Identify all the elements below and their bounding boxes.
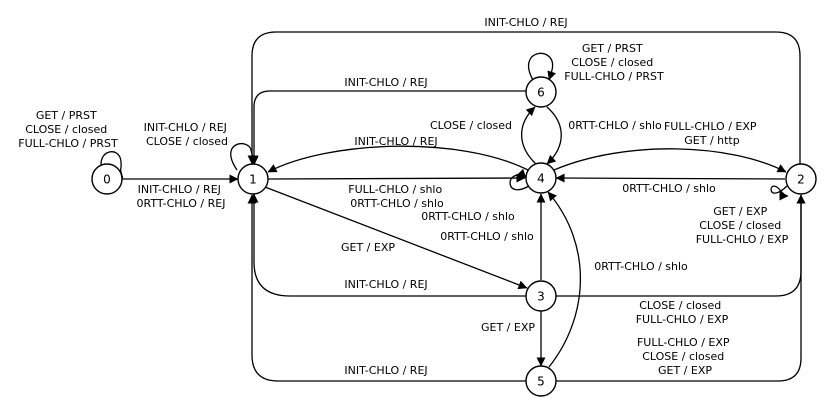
transition-6-self: GET / PRST CLOSE / closed FULL-CHLO / PR… — [527, 42, 664, 83]
transition-label: GET / EXP — [481, 321, 535, 334]
transition-label: GET / PRST CLOSE / closed FULL-CHLO / PR… — [564, 42, 664, 83]
state-label: 0 — [103, 173, 111, 187]
transition-label: INIT-CHLO / REJ — [344, 364, 427, 377]
transition-label: CLOSE / closed — [430, 119, 512, 132]
transition-label: 0RTT-CHLO / shlo — [622, 182, 716, 195]
state-node-1: 1 — [237, 163, 269, 195]
transition-6-to-1: INIT-CHLO / REJ — [249, 76, 526, 165]
transition-5-to-1: INIT-CHLO / REJ — [247, 194, 526, 382]
transition-label: FULL-CHLO / EXP GET / http — [664, 120, 760, 147]
state-label: 6 — [537, 86, 545, 100]
transition-3-to-1: INIT-CHLO / REJ — [249, 193, 526, 297]
transition-4-to-6: CLOSE / closed — [430, 106, 537, 165]
state-label: 3 — [537, 290, 545, 304]
transition-2-to-4: 0RTT-CHLO / shlo — [555, 173, 786, 195]
state-label: 4 — [537, 172, 545, 186]
transition-6-to-4: 0RTT-CHLO / shlo — [546, 106, 662, 165]
transition-label: 0RTT-CHLO / shlo — [421, 210, 515, 223]
state-label: 2 — [797, 173, 805, 187]
transition-5-to-4: 0RTT-CHLO / shlo — [547, 191, 688, 368]
transition-label: GET / PRST CLOSE / closed FULL-CHLO / PR… — [18, 109, 118, 150]
state-node-6: 6 — [525, 76, 557, 108]
state-node-0: 0 — [91, 163, 123, 195]
transition-4-to-1: INIT-CHLO / REJ — [267, 135, 529, 173]
transition-label: 0RTT-CHLO / shlo — [440, 230, 534, 243]
transition-label: 0RTT-CHLO / shlo — [568, 119, 662, 132]
state-node-4: 4 — [525, 162, 557, 194]
transition-1-to-3: GET / EXP — [264, 186, 528, 290]
transition-label: INIT-CHLO / REJ — [344, 278, 427, 291]
transition-2-to-1: INIT-CHLO / REJ — [247, 16, 801, 165]
transition-2-self: GET / EXP CLOSE / closed FULL-CHLO / EXP — [696, 185, 789, 246]
transition-label: FULL-CHLO / shlo 0RTT-CHLO / shlo — [348, 183, 445, 210]
transition-label: CLOSE / closed FULL-CHLO / EXP — [636, 299, 729, 326]
transition-5-to-2: FULL-CHLO / EXP CLOSE / closed GET / EXP — [556, 194, 806, 382]
transition-4-self: 0RTT-CHLO / shlo — [421, 168, 530, 223]
transition-0-to-1: INIT-CHLO / REJ 0RTT-CHLO / REJ — [122, 174, 239, 210]
transition-label: INIT-CHLO / REJ — [354, 135, 437, 148]
transition-label: GET / EXP CLOSE / closed FULL-CHLO / EXP — [696, 205, 789, 246]
state-node-5: 5 — [525, 365, 557, 397]
transition-4-to-2: FULL-CHLO / EXP GET / http — [553, 120, 787, 173]
transition-0-self: GET / PRST CLOSE / closed FULL-CHLO / PR… — [18, 109, 124, 179]
transition-label: INIT-CHLO / REJ 0RTT-CHLO / REJ — [137, 183, 226, 210]
transition-label: GET / EXP — [341, 241, 395, 254]
transition-label: FULL-CHLO / EXP CLOSE / closed GET / EXP — [637, 336, 733, 377]
state-label: 1 — [249, 173, 257, 187]
transition-3-to-4: 0RTT-CHLO / shlo — [440, 193, 546, 280]
transition-1-to-4: FULL-CHLO / shlo 0RTT-CHLO / shlo — [267, 173, 526, 210]
transition-label: INIT-CHLO / REJ — [344, 76, 427, 89]
transition-label: INIT-CHLO / REJ CLOSE / closed — [144, 121, 231, 148]
transition-3-to-5: GET / EXP — [481, 311, 546, 367]
state-node-3: 3 — [525, 280, 557, 312]
transition-label: 0RTT-CHLO / shlo — [594, 260, 688, 273]
state-node-2: 2 — [785, 163, 817, 195]
transition-1-self: INIT-CHLO / REJ CLOSE / closed — [144, 121, 259, 171]
state-label: 5 — [537, 375, 545, 389]
transition-label: INIT-CHLO / REJ — [484, 16, 567, 29]
